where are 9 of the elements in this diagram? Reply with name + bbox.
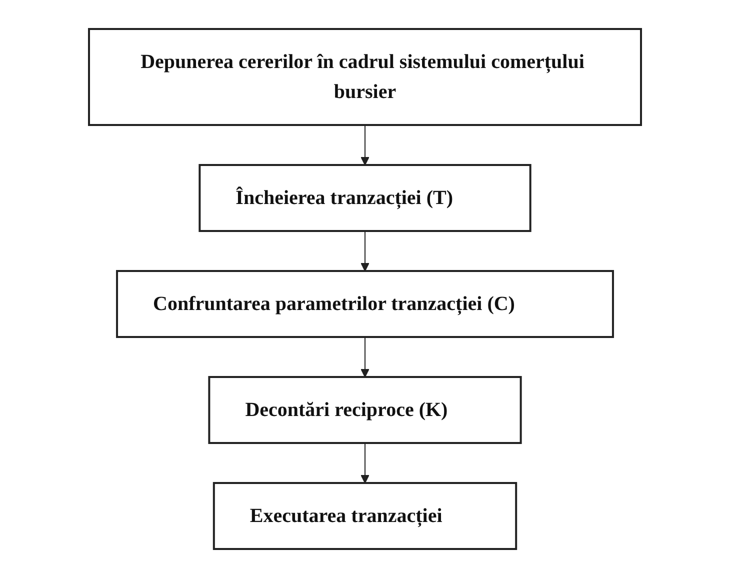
arrow: [360, 336, 369, 378]
node-box: Încheierea tranzacției (T): [198, 164, 531, 232]
arrow: [360, 442, 369, 484]
node-box: Decontări reciproce (K): [208, 376, 522, 444]
node-box: Executarea tranzacției: [212, 482, 517, 550]
arrow: [360, 124, 369, 166]
arrow: [360, 230, 369, 272]
node-box: Depunerea cererilor în cadrul sistemului comerțului bursier: [88, 28, 642, 126]
node-box: Confruntarea parametrilor tranzacției (C): [116, 270, 614, 338]
